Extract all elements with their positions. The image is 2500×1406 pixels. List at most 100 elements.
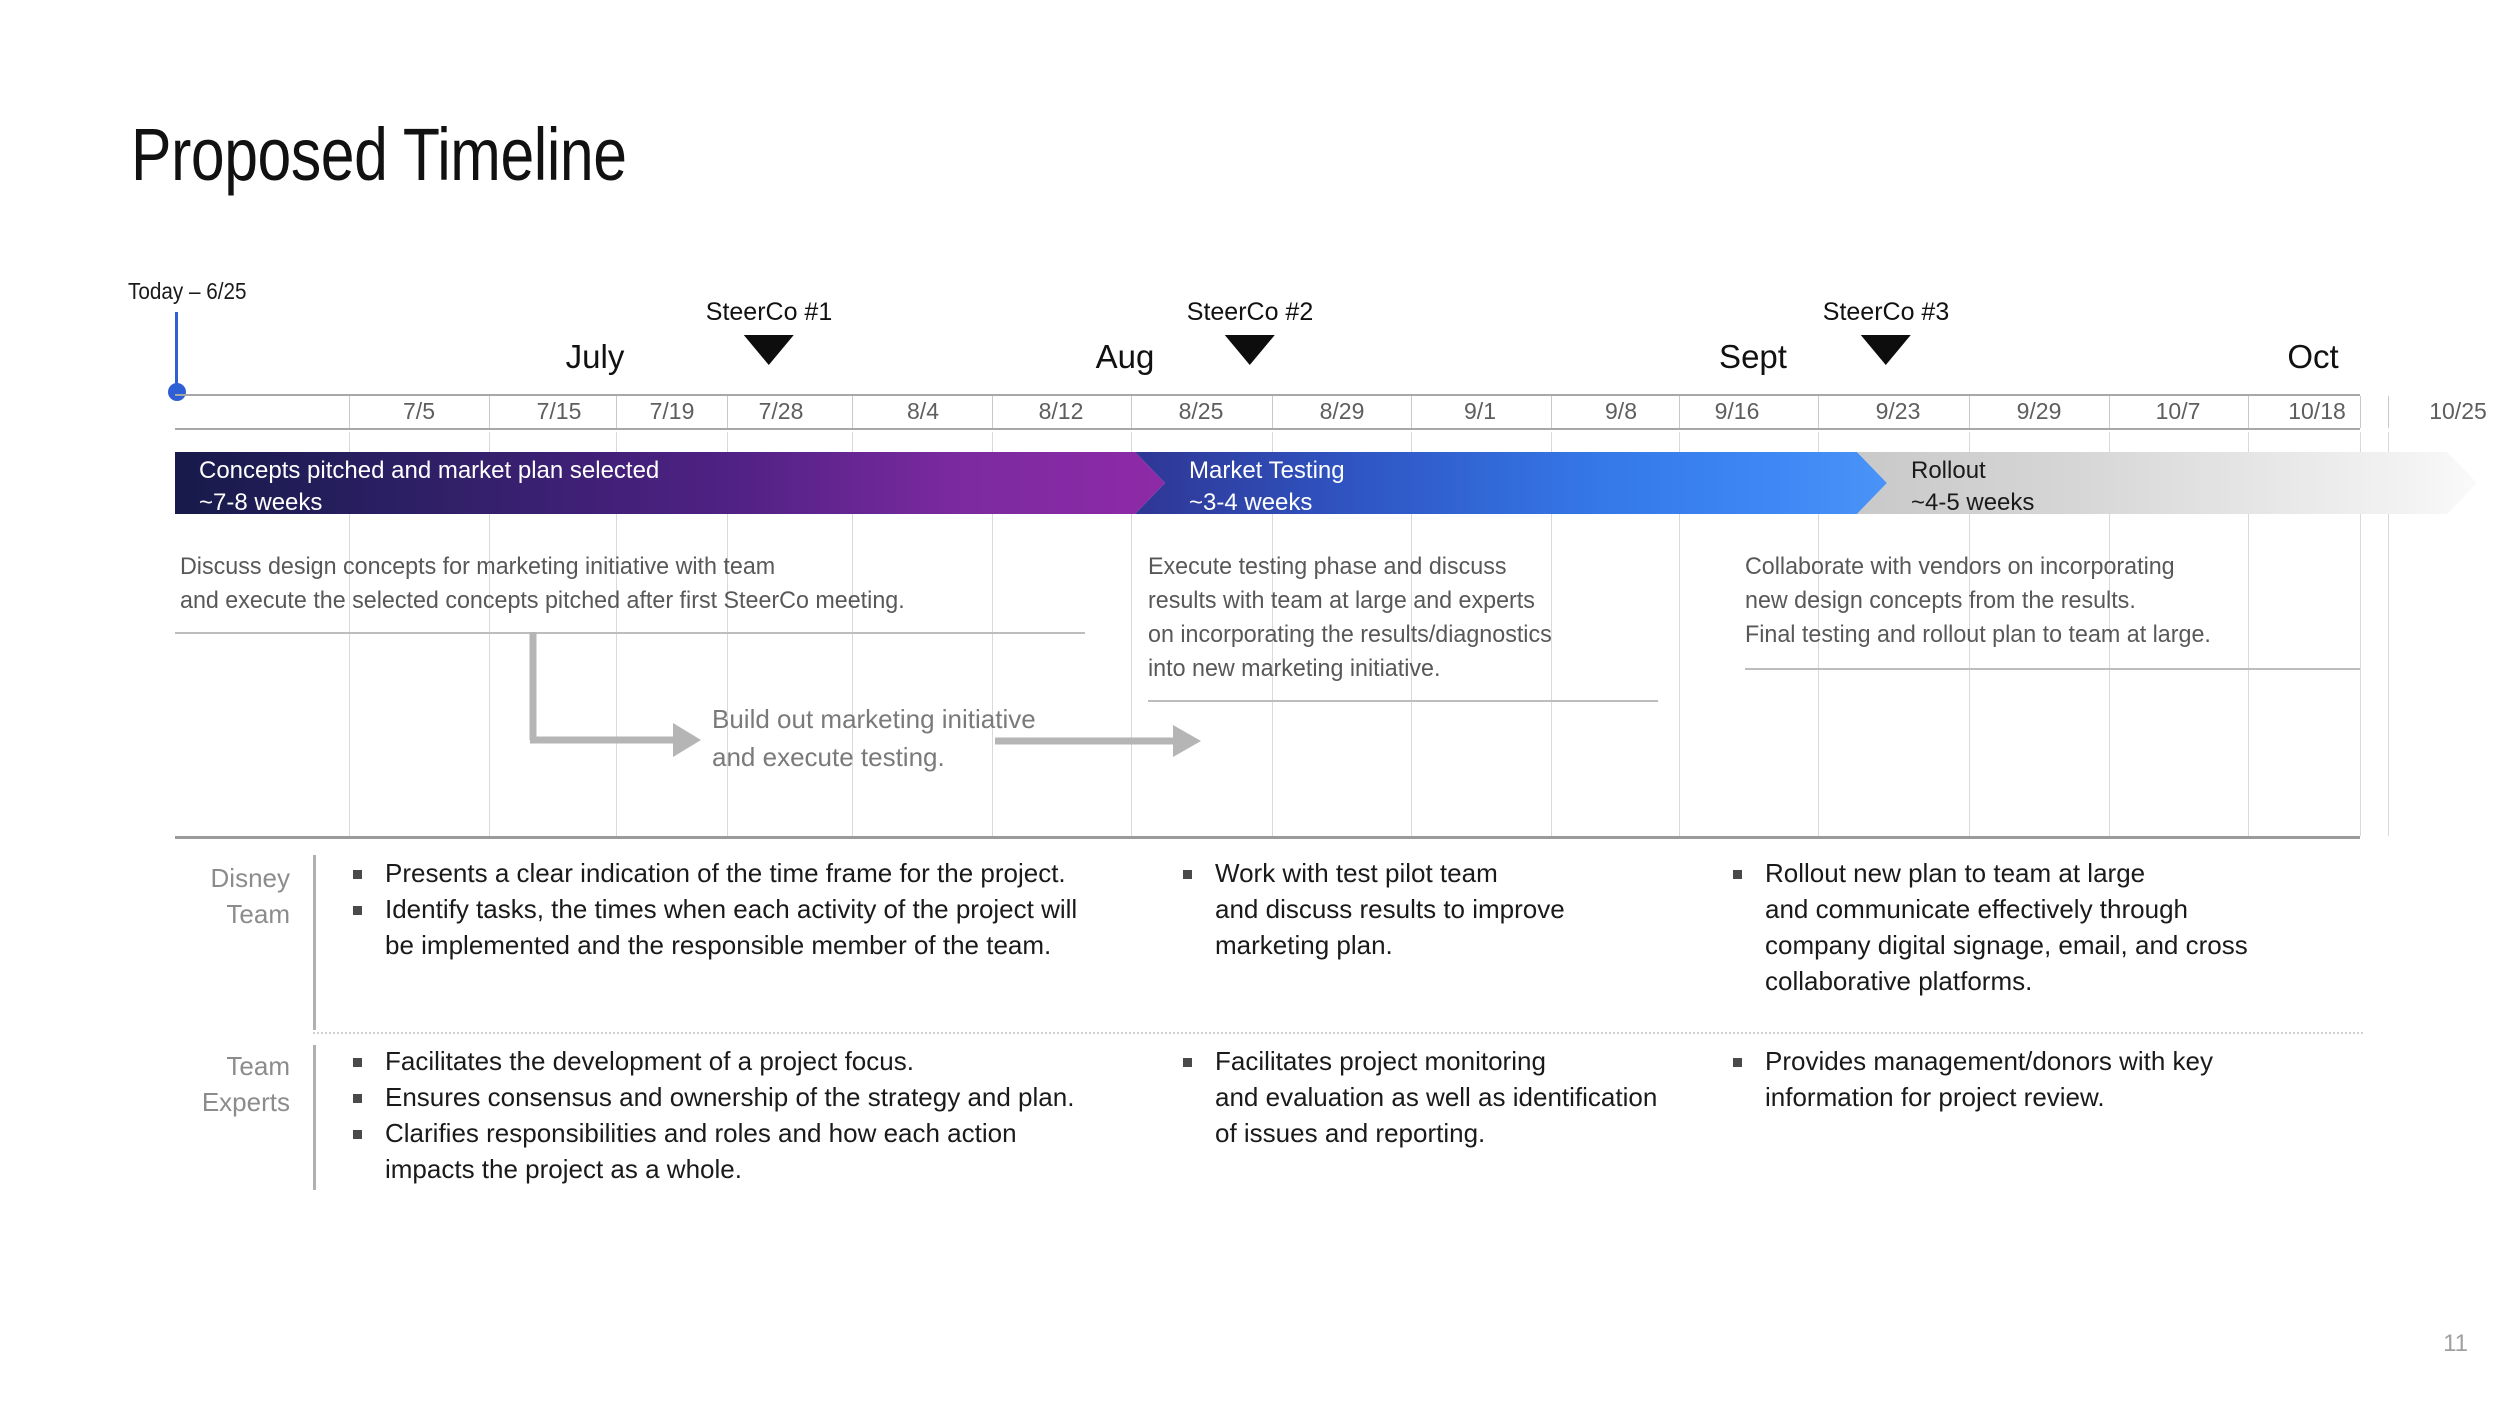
phase-description-rollout-rule: [1745, 668, 2360, 670]
ruler-date-label: 8/25: [1178, 398, 1224, 424]
table-row-separator: [313, 1032, 2363, 1034]
grid-line: [349, 432, 350, 836]
ruler-tick: [852, 396, 853, 428]
grid-line: [852, 432, 853, 836]
ruler-tick: [1679, 396, 1680, 428]
ruler-date-label: 9/29: [2016, 398, 2062, 424]
ruler-tick: [726, 396, 728, 428]
ruler-tick: [1550, 396, 1552, 428]
ruler-tick: [615, 396, 617, 428]
steerco-marker-label: SteerCo #2: [1186, 298, 1314, 326]
phase-bar-concepts-fill: [175, 452, 1165, 514]
grid-line: [2360, 432, 2361, 836]
steerco-marker-3[interactable]: SteerCo #3: [1823, 300, 1949, 365]
phase-description-market-testing: Execute testing phase and discuss result…: [1148, 553, 1552, 682]
ruler-tick: [992, 396, 993, 428]
phase-bar-concepts-title: Concepts pitched and market plan selecte…: [199, 457, 660, 484]
list-item: Identify tasks, the times when each acti…: [345, 891, 1105, 963]
timeline-grid: [175, 432, 2389, 836]
triangle-down-icon: [744, 335, 794, 365]
ruler-date-label: 7/19: [649, 398, 695, 424]
grid-line: [615, 432, 617, 836]
month-label-oct: Oct: [2287, 338, 2339, 375]
list-item: Work with test pilot team and discuss re…: [1175, 855, 1655, 963]
list-item: Ensures consensus and ownership of the s…: [345, 1079, 1105, 1115]
ruler-date-label: 9/8: [1605, 398, 1637, 424]
today-marker-dot: [168, 383, 186, 401]
phase-bars: Concepts pitched and market plan selecte…: [175, 452, 2360, 516]
phase-bar-market-testing[interactable]: Market Testing ~3-4 weeks: [1135, 452, 1887, 516]
phase-bar-concepts-duration: ~7-8 weeks: [199, 489, 323, 516]
timeline-grid-baseline: [175, 836, 2360, 839]
month-label-aug: Aug: [1095, 338, 1155, 375]
grid-line: [992, 432, 993, 836]
grid-line: [489, 432, 490, 836]
elbow-arrow-icon: [529, 632, 701, 757]
table-row-label-team-experts: Team Experts: [201, 1051, 290, 1117]
ruler-date-label: 9/1: [1464, 398, 1496, 424]
ruler-date-label: 8/4: [907, 398, 939, 424]
grid-line: [1271, 432, 1273, 836]
ruler-tick: [1817, 396, 1819, 428]
steerco-marker-label: SteerCo #1: [705, 298, 833, 326]
phase-description-market-testing-rule: [1148, 700, 1658, 702]
phase-description-rollout: Collaborate with vendors on incorporatin…: [1745, 553, 2211, 648]
table-cell-experts-col2: Facilitates project monitoring and evalu…: [1175, 1043, 1675, 1151]
table-row-divider-disney-team: [313, 855, 316, 1030]
grid-line: [1817, 432, 1819, 836]
phase-bar-rollout-fill: [1857, 452, 2477, 514]
ruler-tick: [2108, 396, 2110, 428]
table-row-label-disney-team: Disney Team: [210, 863, 290, 929]
phase-bar-concepts[interactable]: Concepts pitched and market plan selecte…: [175, 452, 1165, 516]
list-item: Rollout new plan to team at large and co…: [1725, 855, 2325, 999]
list-item: Provides management/donors with key info…: [1725, 1043, 2285, 1115]
grid-line: [2247, 432, 2249, 836]
today-marker-line: [175, 312, 178, 394]
grid-line: [1550, 432, 1552, 836]
ruler-date-label: 9/16: [1714, 398, 1760, 424]
ruler-date-label: 9/23: [1875, 398, 1921, 424]
steerco-marker-2[interactable]: SteerCo #2: [1187, 300, 1313, 365]
ruler-tick: [1411, 396, 1412, 428]
ruler-date-label: 10/7: [2155, 398, 2201, 424]
list-item: Clarifies responsibilities and roles and…: [345, 1115, 1105, 1187]
phase-bar-market-testing-fill: [1135, 452, 1887, 514]
phase-description-concepts: Discuss design concepts for marketing in…: [180, 553, 905, 614]
grid-line: [2387, 432, 2389, 836]
page-number: 11: [2443, 1330, 2468, 1357]
today-marker-label: Today – 6/25: [128, 278, 247, 304]
grid-line: [1968, 432, 1970, 836]
ruler-tick: [2387, 396, 2389, 428]
ruler-date-label: 7/5: [403, 398, 435, 424]
phase-bar-market-testing-title: Market Testing: [1189, 457, 1345, 484]
phase-bar-rollout-title: Rollout: [1911, 457, 1986, 484]
grid-line: [1411, 432, 1412, 836]
list-item: Facilitates the development of a project…: [345, 1043, 1105, 1079]
ruler-tick: [2247, 396, 2249, 428]
month-label-sept: Sept: [1719, 338, 1787, 375]
mid-annotation-text: Build out marketing initiative and execu…: [712, 704, 1036, 772]
grid-line: [1131, 432, 1132, 836]
ruler-date-label: 7/28: [758, 398, 804, 424]
table-cell-disney-col3: Rollout new plan to team at large and co…: [1725, 855, 2325, 999]
phase-bar-rollout[interactable]: Rollout ~4-5 weeks: [1857, 452, 2477, 515]
list-item: Presents a clear indication of the time …: [345, 855, 1105, 891]
grid-line: [2108, 432, 2110, 836]
straight-arrow-icon: [995, 725, 1201, 757]
steerco-marker-1[interactable]: SteerCo #1: [706, 300, 832, 365]
table-cell-disney-col1: Presents a clear indication of the time …: [345, 855, 1105, 963]
list-item: Facilitates project monitoring and evalu…: [1175, 1043, 1675, 1151]
ruler-tick: [1968, 396, 1970, 428]
phase-bar-market-testing-duration: ~3-4 weeks: [1189, 489, 1313, 516]
table-row-divider-team-experts: [313, 1045, 316, 1190]
ruler-tick: [1131, 396, 1132, 428]
ruler-date-label: 7/15: [536, 398, 582, 424]
steerco-marker-label: SteerCo #3: [1822, 298, 1950, 326]
phase-description-concepts-rule: [175, 632, 1085, 634]
ruler-date-label: 10/18: [2288, 398, 2346, 424]
ruler-tick: [489, 396, 490, 428]
ruler-tick: [1271, 396, 1273, 428]
table-cell-experts-col1: Facilitates the development of a project…: [345, 1043, 1105, 1187]
page-title: Proposed Timeline: [131, 113, 627, 196]
